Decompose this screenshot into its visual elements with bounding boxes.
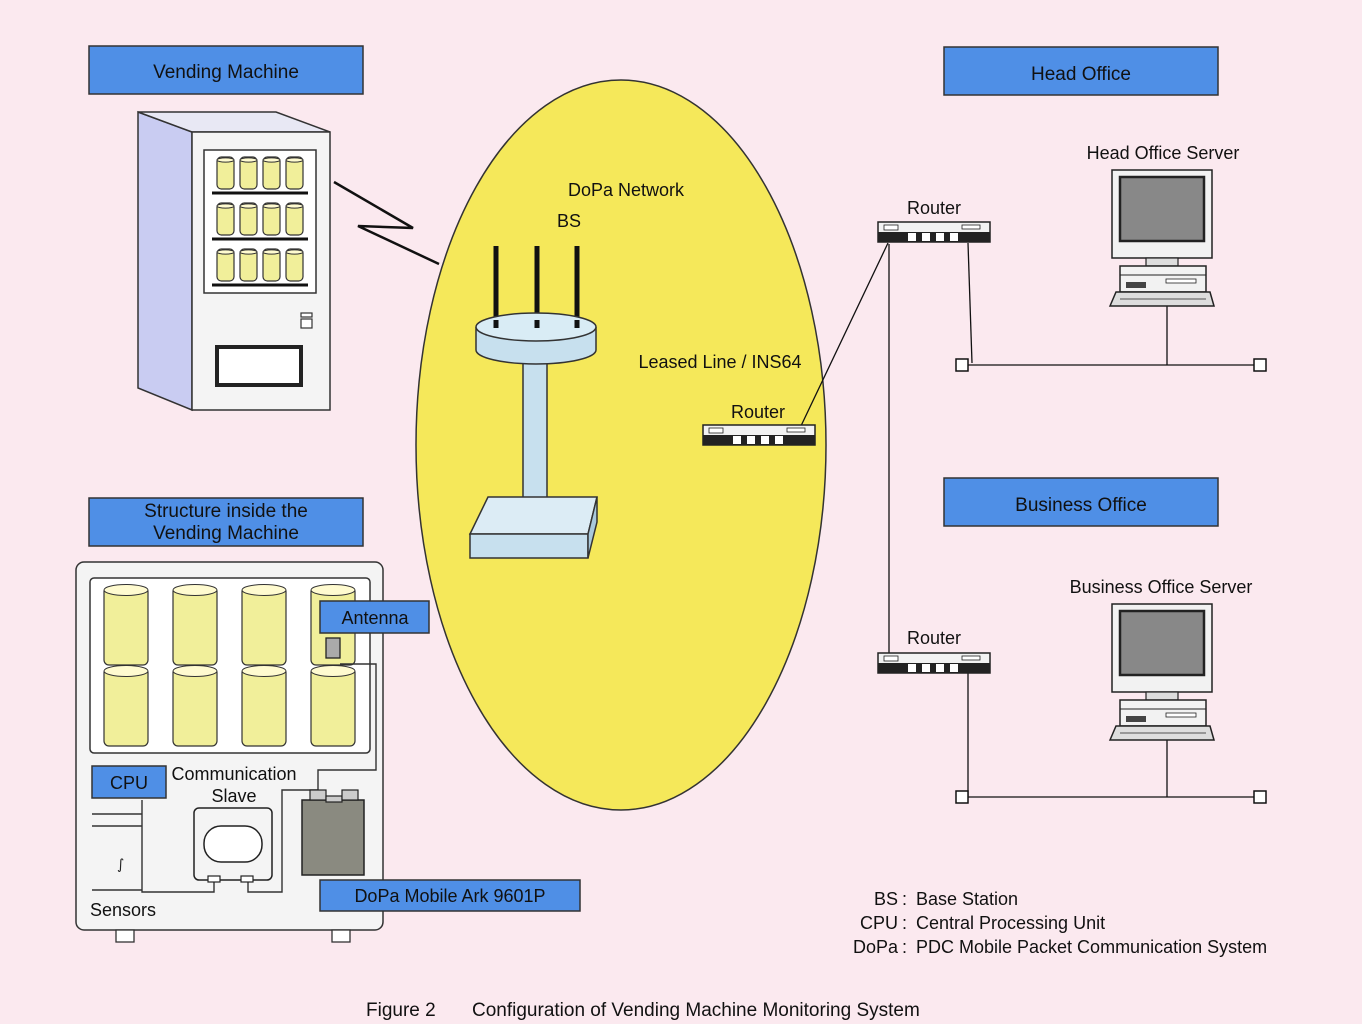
vending-machine-structure: ∫	[75, 561, 384, 943]
can-icon	[285, 248, 304, 282]
router-icon	[877, 652, 991, 674]
can-icon	[216, 156, 235, 190]
head-office-server-icon	[1108, 169, 1215, 307]
caption-figure-number: Figure 2	[366, 1000, 436, 1021]
sensors-label: Sensors	[90, 900, 156, 920]
can-icon	[262, 202, 281, 236]
figure-caption: Figure 2 Configuration of Vending Machin…	[366, 1000, 920, 1021]
dopa-network-label: DoPa Network	[568, 180, 685, 200]
can-icon	[172, 584, 218, 666]
can-icon	[103, 665, 149, 747]
legend: BS : Base Station CPU : Central Processi…	[853, 889, 1267, 957]
dopa-mobile-label: DoPa Mobile Ark 9601P	[354, 886, 545, 906]
router-head-label: Router	[907, 198, 961, 218]
bs-label: BS	[557, 211, 581, 231]
can-icon	[172, 665, 218, 747]
router-network-label: Router	[731, 402, 785, 422]
can-icon	[216, 202, 235, 236]
cpu-tag: CPU	[91, 765, 167, 799]
legend-colon: :	[902, 913, 907, 933]
label-box-business-office: Business Office	[943, 477, 1219, 527]
structure-cans	[103, 584, 356, 747]
label-box-vending-machine: Vending Machine	[88, 45, 364, 95]
cpu-label: CPU	[110, 773, 148, 793]
can-icon	[216, 248, 235, 282]
legend-desc-bs: Base Station	[916, 889, 1018, 909]
label-box-structure: Structure inside the Vending Machine	[88, 497, 364, 547]
legend-colon: :	[902, 937, 907, 957]
can-icon	[262, 156, 281, 190]
caption-title: Configuration of Vending Machine Monitor…	[472, 1000, 920, 1021]
leased-line-label: Leased Line / INS64	[638, 352, 801, 372]
base-station-tower-icon	[468, 246, 598, 559]
business-office-server-icon	[1108, 603, 1215, 741]
vending-machine-illustration	[137, 110, 331, 412]
can-icon	[241, 665, 287, 747]
head-office-label: Head Office	[1031, 64, 1131, 85]
can-icon	[262, 248, 281, 282]
can-icon	[310, 665, 356, 747]
router-business-label: Router	[907, 628, 961, 648]
antenna-tag: Antenna	[319, 600, 430, 634]
can-icon	[239, 202, 258, 236]
sensor-icon: ∫	[117, 857, 124, 873]
legend-colon: :	[902, 889, 907, 909]
legend-abbr-cpu: CPU	[860, 913, 898, 933]
structure-label-line1: Structure inside the	[144, 501, 308, 522]
can-icon	[103, 584, 149, 666]
structure-label-line2: Vending Machine	[153, 523, 299, 544]
label-box-head-office: Head Office	[943, 46, 1219, 96]
network-lines	[799, 242, 1260, 798]
business-office-label: Business Office	[1015, 495, 1147, 516]
head-office-server-label: Head Office Server	[1087, 143, 1240, 163]
can-icon	[239, 248, 258, 282]
legend-desc-dopa: PDC Mobile Packet Communication System	[916, 937, 1267, 957]
can-icon	[285, 156, 304, 190]
vending-machine-cans	[212, 156, 308, 287]
wireless-link-icon	[333, 180, 440, 266]
router-icon	[702, 424, 816, 446]
lan-terminators	[955, 358, 1267, 804]
can-icon	[285, 202, 304, 236]
can-icon	[239, 156, 258, 190]
can-icon	[241, 584, 287, 666]
router-icon	[877, 221, 991, 243]
dopa-network-area	[415, 79, 827, 811]
dopa-mobile-tag: DoPa Mobile Ark 9601P	[319, 879, 581, 912]
comm-slave-label-line1: Communication	[171, 764, 296, 784]
antenna-label: Antenna	[341, 608, 409, 628]
legend-abbr-dopa: DoPa	[853, 937, 899, 957]
vending-machine-label: Vending Machine	[153, 62, 299, 83]
business-office-server-label: Business Office Server	[1070, 577, 1253, 597]
legend-desc-cpu: Central Processing Unit	[916, 913, 1105, 933]
comm-slave-label-line2: Slave	[211, 786, 256, 806]
legend-abbr-bs: BS	[874, 889, 898, 909]
